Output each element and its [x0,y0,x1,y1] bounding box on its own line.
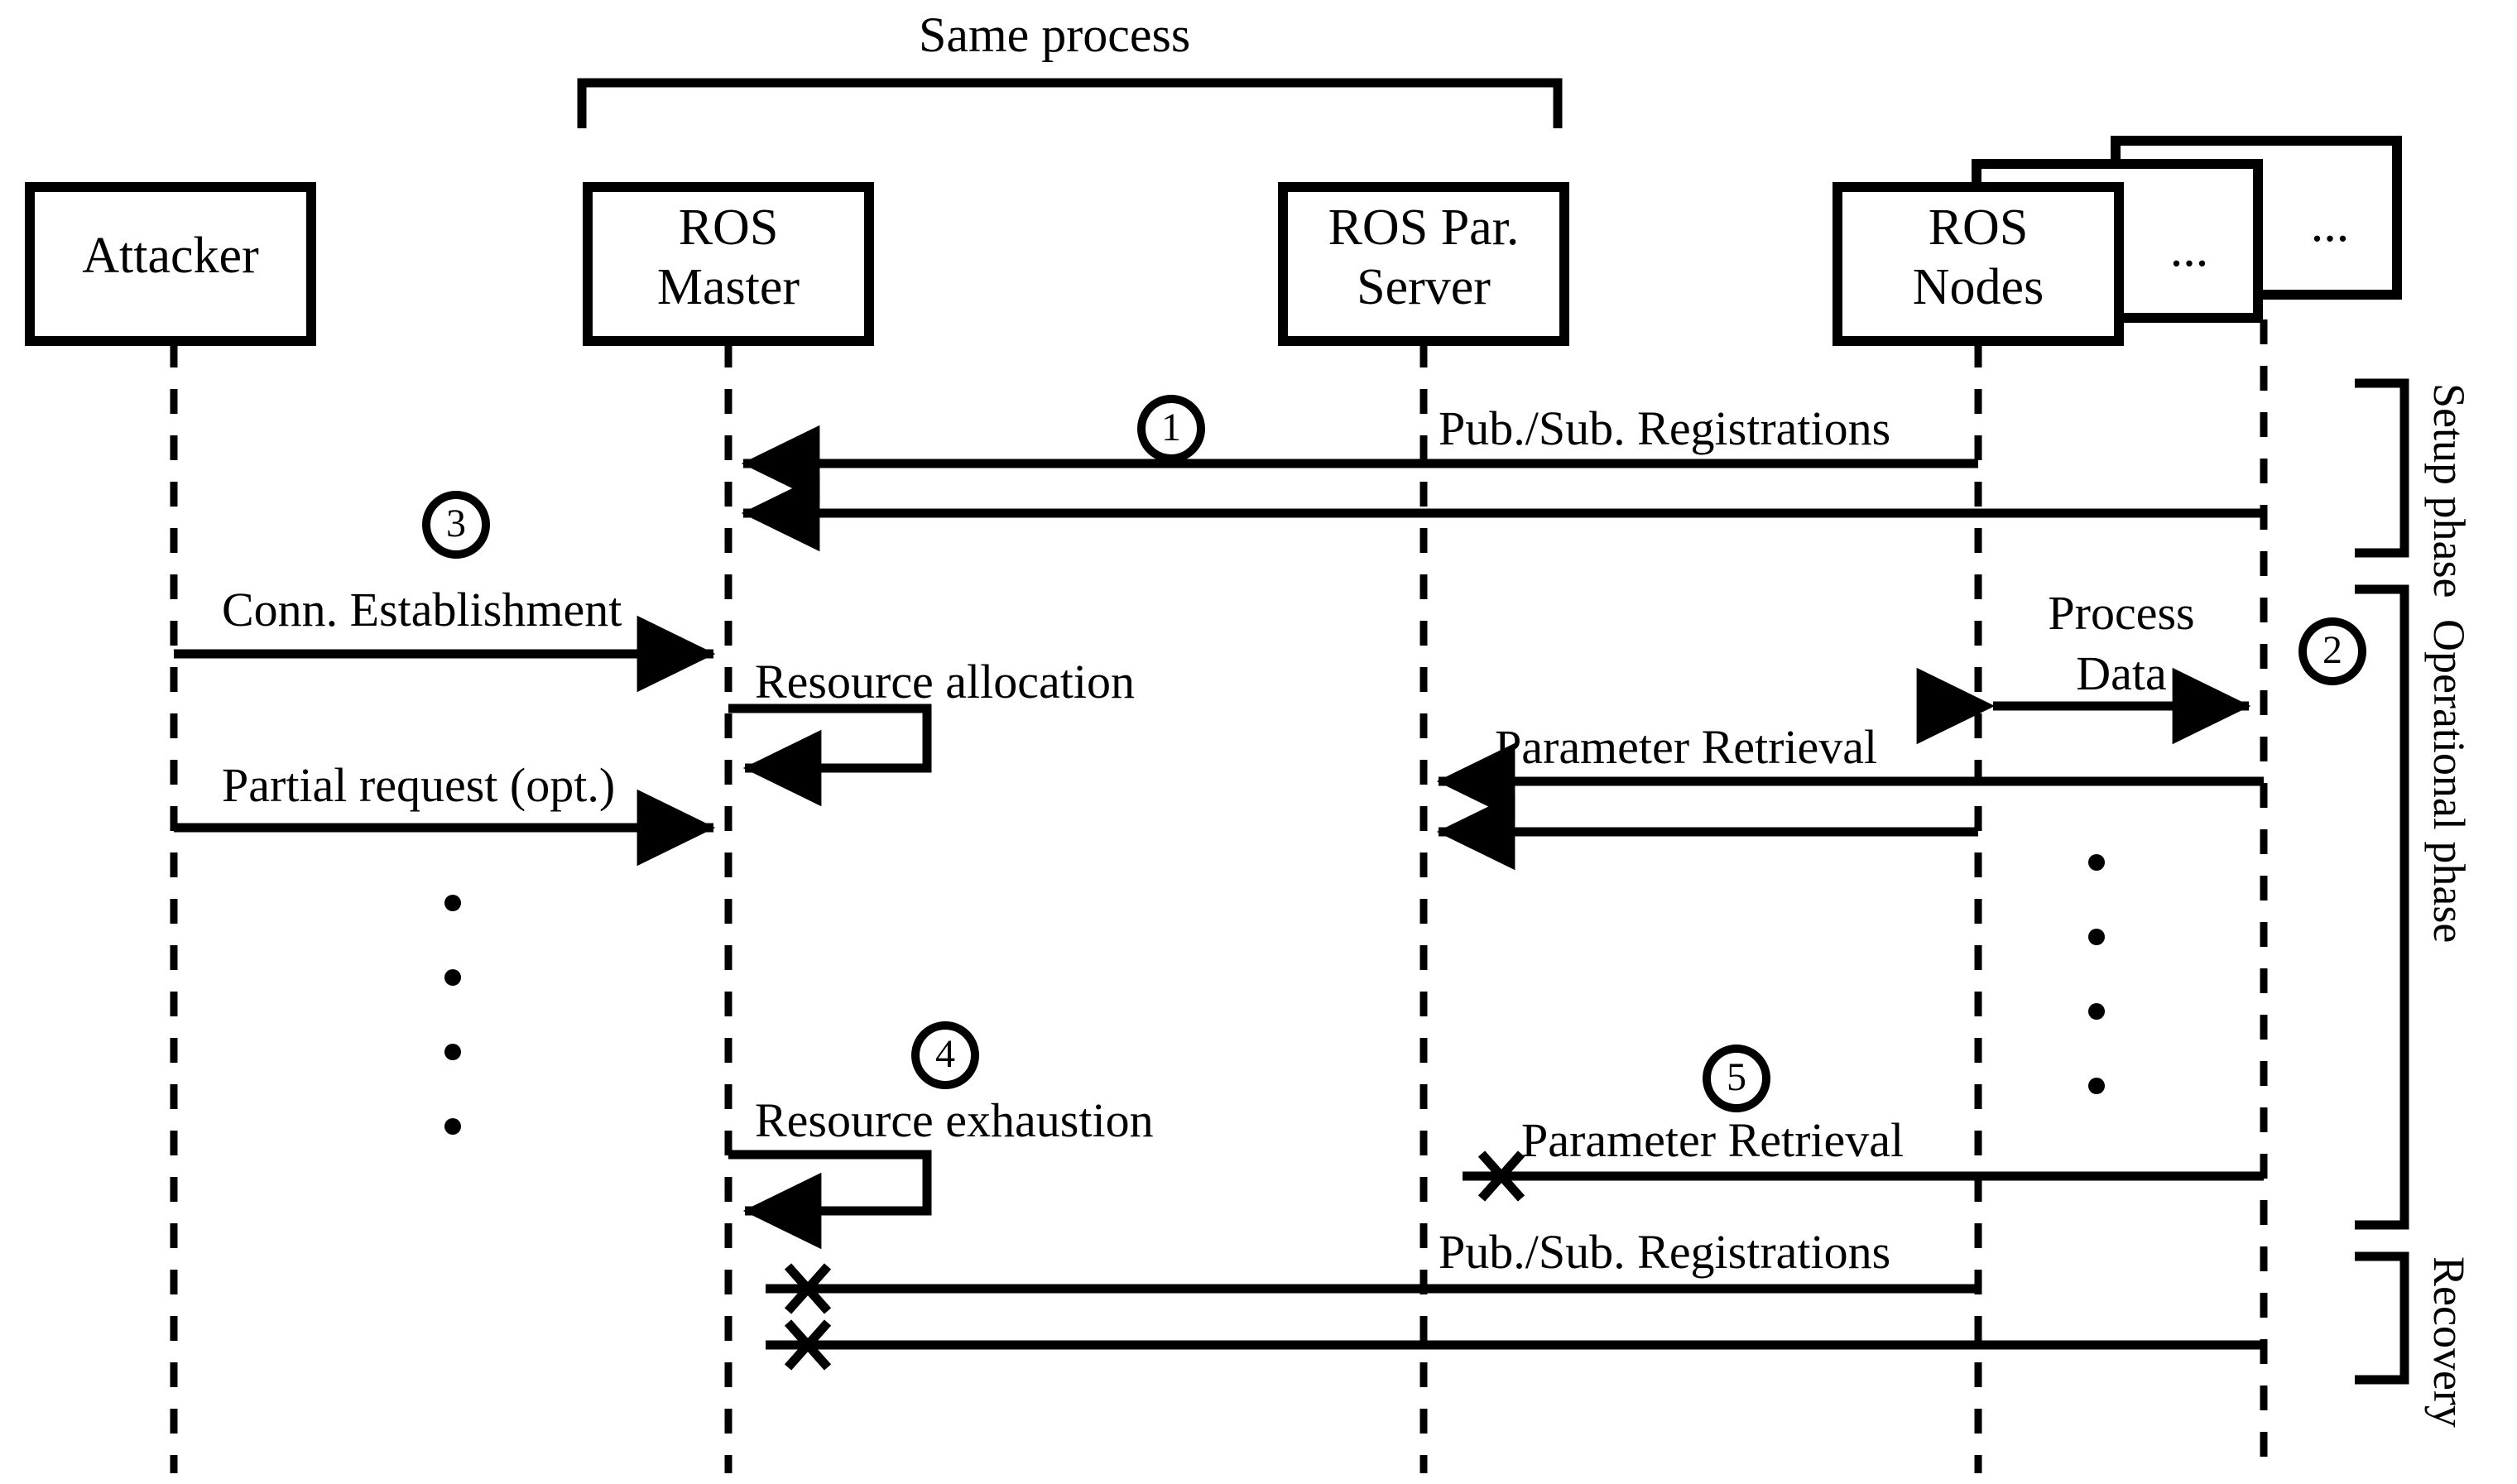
participant-label-ros-nodes-line2: Nodes [1912,259,2044,315]
participant-label-ros-param-server-line2: Server [1357,259,1491,315]
participant-label-ros-nodes-line1: ROS [1928,199,2029,256]
participant-label-ros-nodes-more-ellipsis: ... [2169,221,2209,277]
phase-label-operational: Operational phase [2424,619,2474,944]
message-selfloop-resource-exhaustion [728,1150,932,1250]
step-marker-4-circle [911,1021,979,1089]
step-marker-1-label: 1 [1161,406,1181,449]
phase-label-recovery: Recovery [2424,1256,2474,1428]
phase-label-setup: Setup phase [2424,383,2474,598]
participant-box-ros-master [583,182,874,346]
blocked-cross-icon [1477,1150,1525,1202]
step-marker-2-circle [2298,617,2366,685]
step-marker-3-label: 3 [446,502,466,545]
participant-box-ros-param-server [1278,182,1569,346]
message-label-resource-allocation: Resource allocation [755,655,1135,708]
step-marker-4-label: 4 [935,1032,955,1076]
participant-box-attacker [25,182,316,346]
step-marker-3-circle [422,491,490,559]
lifelines [170,319,2268,1473]
participant-label-ros-master-line1: ROS [678,199,779,256]
message-label-process-data-line1: Process [2048,586,2195,640]
message-label-parameter-retrieval-blocked: Parameter Retrieval [1521,1113,1905,1167]
same-process-bracket [577,78,1563,128]
step-marker-2-label: 2 [2322,628,2342,672]
step-marker-1-circle [1137,395,1205,463]
continuation-dots-right [2088,854,2105,1094]
message-selfloop-resource-allocation [728,704,932,807]
message-arrow-pubsub-registrations-blocked-2 [766,1319,2264,1371]
phase-bracket-setup [2355,378,2409,558]
phase-bracket-recovery [2355,1251,2409,1385]
phase-bracket-operational [2355,584,2409,1230]
message-label-partial-request: Partial request (opt.) [222,758,616,812]
blocked-cross-icon [784,1319,832,1371]
step-marker-5-label: 5 [1727,1055,1746,1099]
message-label-resource-exhaustion: Resource exhaustion [755,1093,1154,1147]
message-arrow-parameter-retrieval-blocked [1463,1150,2264,1202]
same-process-label: Same process [919,7,1191,62]
participant-label-attacker: Attacker [82,228,259,284]
blocked-cross-icon [784,1263,832,1314]
participant-box-ros-nodes [1833,182,2124,346]
participant-label-ros-param-server-line1: ROS Par. [1328,199,1520,256]
message-label-parameter-retrieval: Parameter Retrieval [1495,720,1878,774]
participant-label-ros-nodes-more-2-ellipsis: ... [2310,196,2350,252]
participant-label-ros-master-line2: Master [656,259,800,315]
step-marker-5-circle [1703,1045,1770,1112]
message-label-pubsub-registrations-blocked: Pub./Sub. Registrations [1439,1225,1891,1279]
continuation-dots-left [444,895,461,1135]
message-label-conn-establishment: Conn. Establishment [222,583,622,636]
message-label-process-data-line2: Data [2076,646,2167,700]
message-arrow-pubsub-registrations-blocked-1 [766,1263,1978,1314]
message-label-pubsub-registrations-setup: Pub./Sub. Registrations [1439,401,1891,455]
